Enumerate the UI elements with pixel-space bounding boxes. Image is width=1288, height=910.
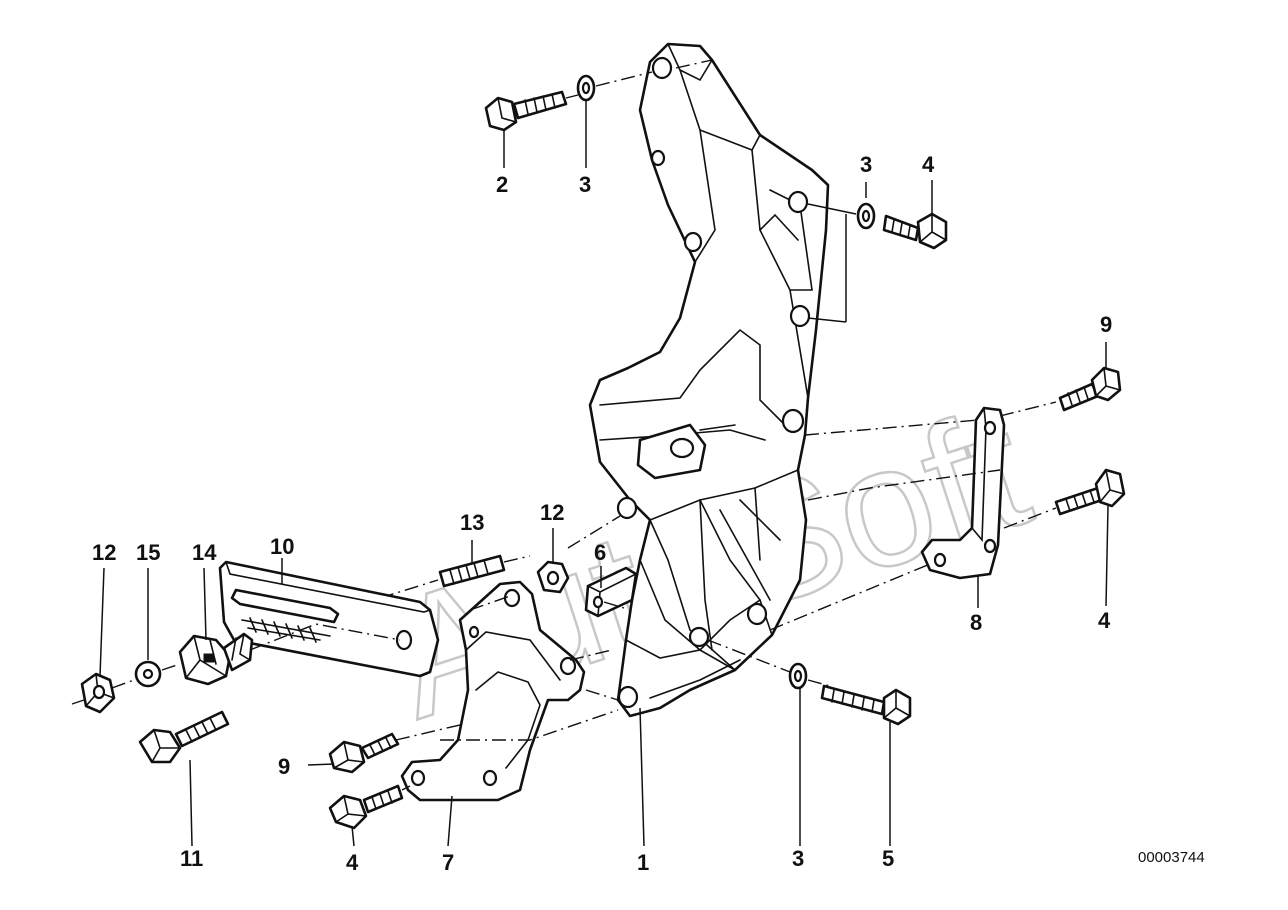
part-15-washer	[134, 660, 162, 688]
callout-15: 15	[136, 540, 160, 565]
callout-4: 4	[1098, 608, 1111, 633]
part-4-bolt-right-upper	[882, 212, 948, 250]
part-14-adjuster	[178, 632, 254, 686]
callout-4: 4	[922, 152, 935, 177]
callout-8: 8	[970, 610, 982, 635]
part-4-bolt-right-lower	[1054, 468, 1126, 516]
part-1-main-bracket	[588, 42, 830, 718]
callout-9: 9	[278, 754, 290, 779]
part-3-washer-bottom	[788, 662, 808, 690]
callout-2: 2	[496, 172, 508, 197]
part-11-bolt-left	[138, 710, 230, 764]
part-12-nut-left	[80, 672, 116, 714]
part-5-bolt-bottom	[820, 684, 912, 726]
callout-1: 1	[637, 850, 649, 875]
document-number: 00003744	[1138, 849, 1205, 866]
callout-14: 14	[192, 540, 217, 565]
callout-4: 4	[346, 850, 359, 875]
part-9-bolt-right	[1058, 366, 1122, 412]
callout-11: 11	[180, 846, 203, 871]
callout-7: 7	[442, 850, 454, 875]
part-3-washer-right	[856, 202, 876, 230]
axis-line	[565, 59, 713, 99]
part-4-bolt-bottom-left	[328, 784, 404, 830]
part-2-bolt-top	[484, 90, 568, 132]
callout-5: 5	[882, 846, 894, 871]
part-6-link	[584, 566, 638, 618]
callout-9: 9	[1100, 312, 1112, 337]
callout-12: 12	[540, 500, 564, 525]
part-7-bracket-plate	[400, 580, 586, 802]
callout-3: 3	[860, 152, 872, 177]
part-10-slotted-strap	[218, 560, 440, 678]
callout-12: 12	[92, 540, 116, 565]
callout-leaders	[99, 100, 1109, 847]
callout-labels: 2 3 3 4 9 13 12 6 12 15 14 10 8 4 9 11 4…	[92, 152, 1112, 875]
callout-13: 13	[460, 510, 484, 535]
callout-3: 3	[792, 846, 804, 871]
part-8-strap	[920, 406, 1006, 580]
callout-6: 6	[594, 540, 606, 565]
part-12-nut-middle	[536, 560, 570, 594]
callout-3: 3	[579, 172, 591, 197]
callout-10: 10	[270, 534, 294, 559]
part-13-stud	[438, 554, 506, 588]
part-9-bolt-left	[328, 732, 400, 774]
part-3-washer-top	[576, 74, 596, 102]
